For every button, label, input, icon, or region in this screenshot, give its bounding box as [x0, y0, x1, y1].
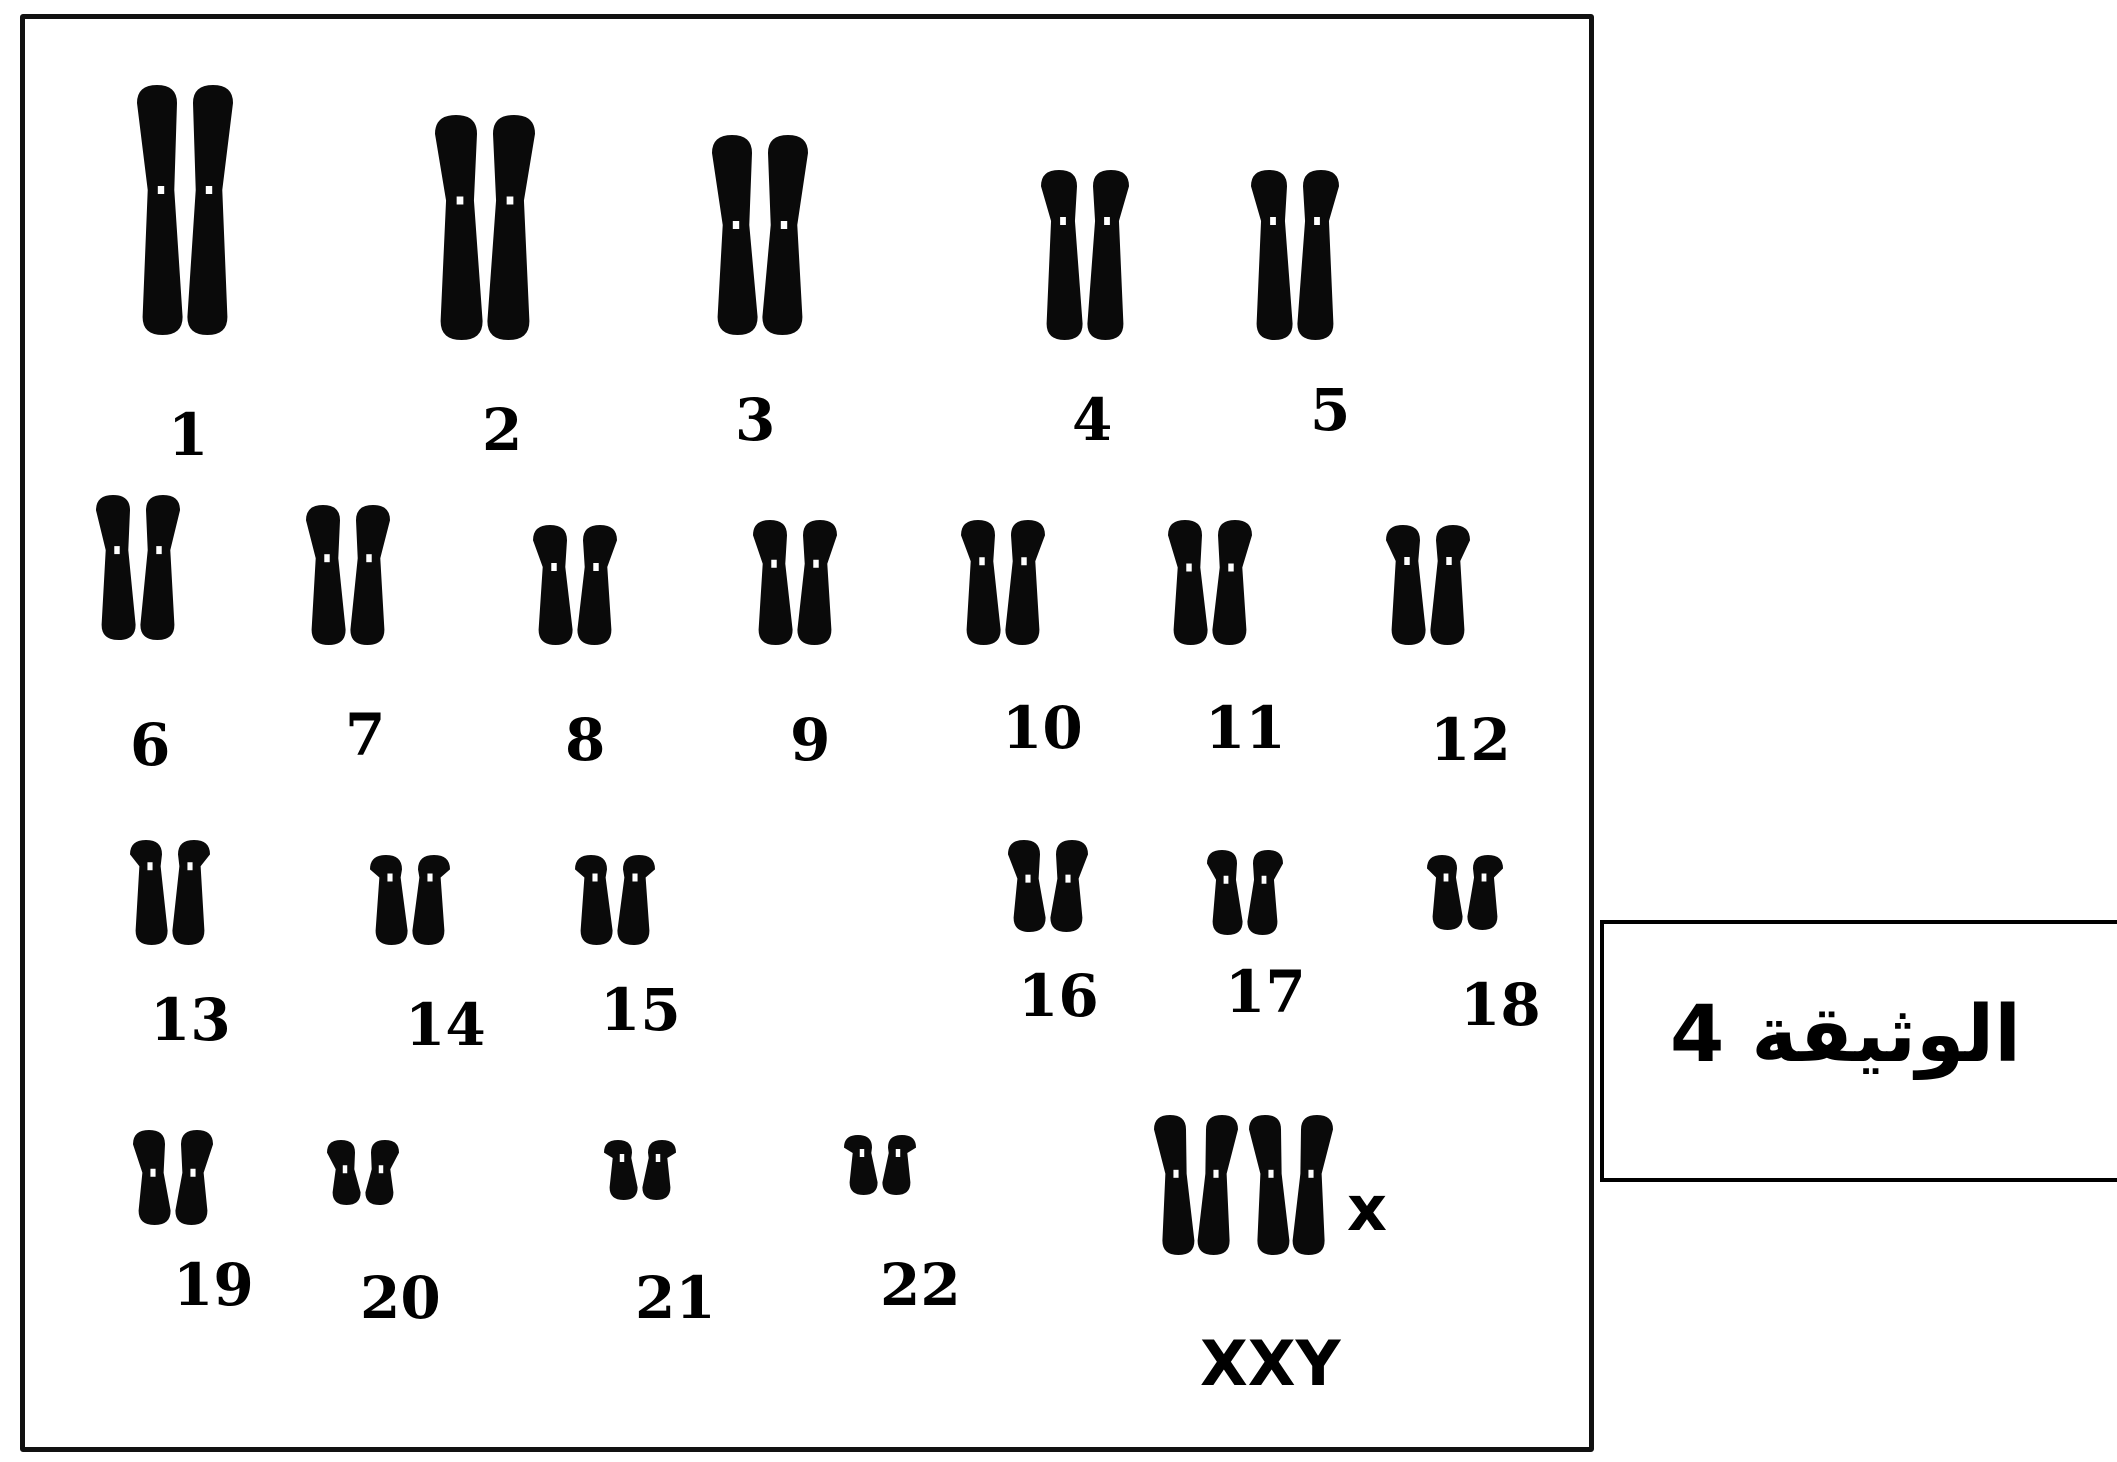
chromosome-pair-20: [327, 1140, 399, 1205]
chromosome-pair-15: [575, 855, 655, 945]
chromosome-pair-19: [133, 1130, 213, 1225]
chromosome-pair-21: [604, 1140, 676, 1200]
chromosome-label-13: 13: [150, 986, 231, 1054]
chromosome-pair-14: [370, 855, 450, 945]
chromosome-label-4: 4: [1072, 386, 1112, 454]
sex-chromosomes: [1154, 1115, 1333, 1255]
chromosome-label-19: 19: [173, 1251, 254, 1319]
chromosome-pair-18: [1427, 855, 1503, 930]
chromosome-label-5: 5: [1310, 376, 1350, 444]
sex-karyotype-label: XXY: [1200, 1327, 1342, 1400]
chromosome-label-20: 20: [360, 1264, 441, 1332]
chromosome-label-12: 12: [1430, 706, 1511, 774]
chromosome-pair-11: [1168, 520, 1252, 645]
chromosome-pair-16: [1008, 840, 1088, 932]
chromosome-pair-7: [306, 505, 390, 645]
chromosome-pair-5: [1251, 170, 1339, 340]
chromosome-pair-3: [712, 135, 808, 335]
chromosome-label-7: 7: [345, 701, 385, 769]
chromosome-label-16: 16: [1018, 962, 1099, 1030]
chromosome-label-21: 21: [635, 1264, 716, 1332]
chromosome-pair-1: [137, 85, 233, 335]
chromosome-pair-22: [844, 1135, 916, 1195]
chromosome-label-14: 14: [405, 991, 486, 1059]
chromosome-label-1: 1: [168, 401, 208, 469]
chromosome-pair-2: [435, 115, 535, 340]
chromosome-label-10: 10: [1002, 694, 1083, 762]
chromosome-label-2: 2: [482, 396, 522, 464]
chromosome-pair-8: [533, 525, 617, 645]
document-label: الوثيقة 4: [1670, 990, 2021, 1080]
chromosome-label-6: 6: [130, 711, 170, 779]
chromosome-label-18: 18: [1460, 971, 1541, 1039]
chromosome-label-3: 3: [735, 386, 775, 454]
chromosome-label-9: 9: [790, 706, 830, 774]
chromosome-pair-9: [753, 520, 837, 645]
chromosome-pair-10: [961, 520, 1045, 645]
chromosome-pair-12: [1386, 525, 1470, 645]
chromosome-pair-4: [1041, 170, 1129, 340]
chromosome-pair-6: [96, 495, 180, 640]
chromosome-label-22: 22: [880, 1251, 961, 1319]
chromosome-label-8: 8: [565, 706, 605, 774]
chromosome-label-11: 11: [1205, 694, 1286, 762]
chromosome-label-15: 15: [600, 976, 681, 1044]
sex-marker-label: x: [1347, 1172, 1387, 1245]
chromosome-pair-17: [1207, 850, 1283, 935]
chromosome-pair-13: [130, 840, 210, 945]
chromosome-label-17: 17: [1225, 958, 1306, 1026]
